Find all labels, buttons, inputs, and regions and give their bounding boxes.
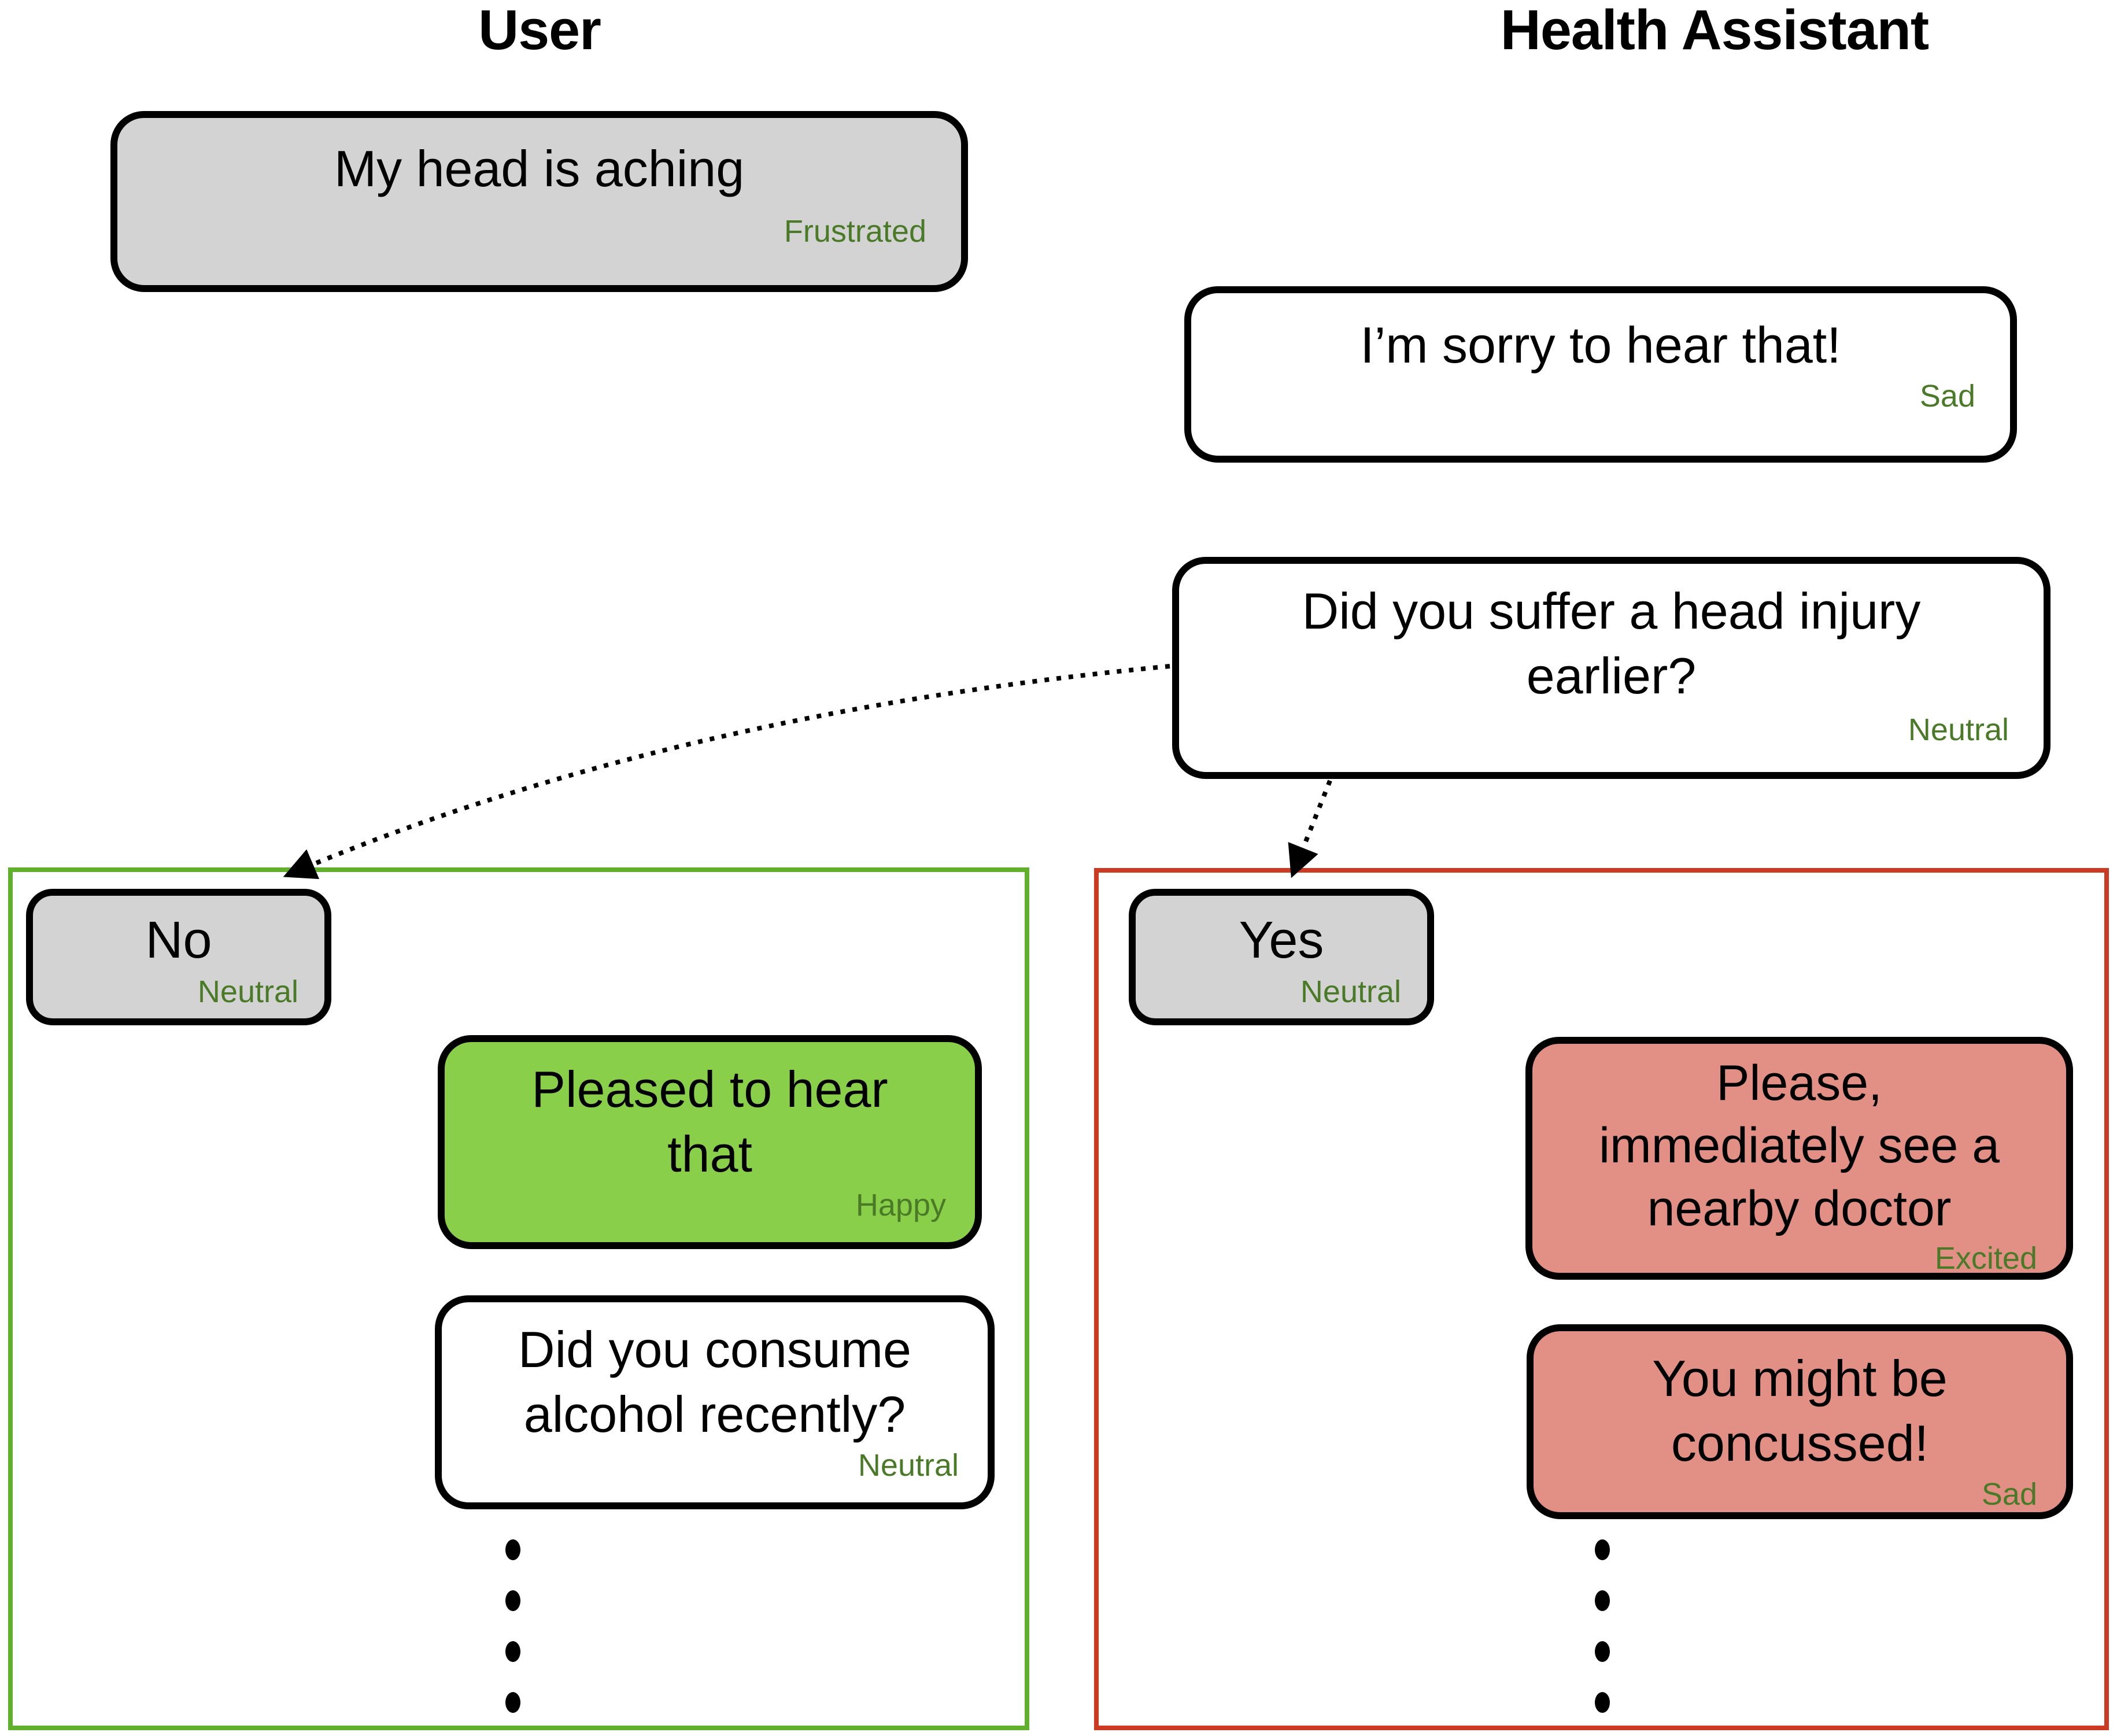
ellipsis-dot	[505, 1692, 520, 1713]
ellipsis-dot	[1595, 1590, 1610, 1611]
assistant-sorry-emotion-label: Sad	[1919, 379, 1975, 414]
assistant-concussed-text: You might be concussed!	[1652, 1350, 1948, 1472]
ellipsis-dot	[1595, 1539, 1610, 1560]
assistant-alcohol-question-text: Did you consume alcohol recently?	[518, 1321, 911, 1443]
assistant-alcohol-question-emotion-label: Neutral	[858, 1447, 959, 1483]
ellipsis-dot	[1595, 1641, 1610, 1662]
yes-answer-bubble: Yes Neutral	[1129, 889, 1434, 1025]
assistant-pleased-bubble: Pleased to hear that Happy	[438, 1035, 982, 1249]
no-answer-emotion-label: Neutral	[197, 974, 298, 1010]
yes-answer-text: Yes	[1239, 911, 1324, 969]
yes-answer-emotion-label: Neutral	[1300, 974, 1401, 1010]
assistant-see-doctor-emotion-label: Excited	[1934, 1241, 2037, 1276]
branch-arrow-to-no	[283, 664, 1170, 880]
assistant-pleased-emotion-label: Happy	[855, 1187, 946, 1222]
branch-arrow-to-yes	[1288, 780, 1332, 878]
ellipsis-dot	[1595, 1692, 1610, 1713]
assistant-concussed-emotion-label: Sad	[1981, 1476, 2037, 1512]
user-column-title: User	[478, 0, 601, 61]
assistant-injury-question-emotion-label: Neutral	[1908, 712, 2009, 748]
yes-branch-box	[1094, 868, 2109, 1730]
assistant-sorry-bubble: I’m sorry to hear that! Sad	[1184, 286, 2017, 463]
user-message-text: My head is aching	[334, 140, 745, 197]
user-message-emotion-label: Frustrated	[784, 214, 926, 249]
ellipsis-dot	[505, 1539, 520, 1560]
assistant-sorry-text: I’m sorry to hear that!	[1360, 316, 1841, 374]
assistant-column-title: Health Assistant	[1500, 0, 1929, 61]
assistant-concussed-bubble: You might be concussed! Sad	[1527, 1324, 2073, 1519]
assistant-see-doctor-text: Please, immediately see a nearby doctor	[1598, 1055, 2000, 1236]
ellipsis-dot	[505, 1641, 520, 1662]
assistant-see-doctor-bubble: Please, immediately see a nearby doctor …	[1525, 1037, 2073, 1280]
assistant-injury-question-text: Did you suffer a head injury earlier?	[1302, 582, 1921, 704]
assistant-pleased-text: Pleased to hear that	[531, 1061, 888, 1183]
no-answer-text: No	[145, 911, 212, 969]
ellipsis-dot	[505, 1590, 520, 1611]
user-message-bubble: My head is aching Frustrated	[110, 111, 968, 292]
no-answer-bubble: No Neutral	[26, 889, 331, 1025]
assistant-injury-question-bubble: Did you suffer a head injury earlier? Ne…	[1172, 557, 2051, 779]
assistant-alcohol-question-bubble: Did you consume alcohol recently? Neutra…	[435, 1295, 995, 1509]
